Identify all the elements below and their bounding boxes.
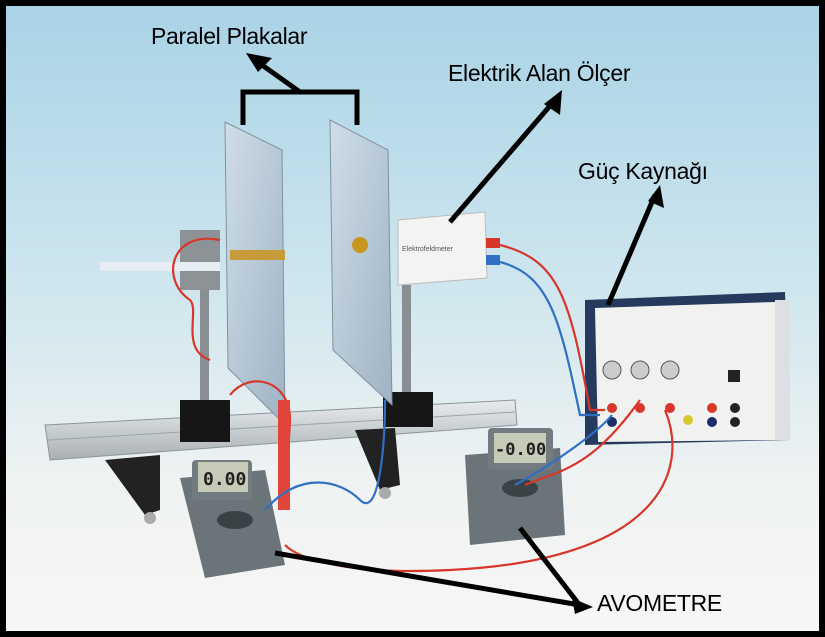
multimeter-arrow-right <box>518 526 580 605</box>
multimeter-right-display: -0.00 <box>495 440 546 460</box>
arrow-heads <box>246 53 664 614</box>
multimeter-left-display: 0.00 <box>203 469 246 490</box>
field-sensor-hole <box>352 237 368 253</box>
field-meter-arrow <box>448 98 557 224</box>
multimeter-right: -0.00 <box>465 428 565 545</box>
annotation-arrows <box>240 57 658 608</box>
label-field-meter: Elektrik Alan Ölçer <box>448 60 631 86</box>
label-power-supply: Güç Kaynağı <box>578 158 708 184</box>
power-supply-arrow <box>605 194 658 306</box>
field-meter-text: Elektrofeldmeter <box>402 246 454 253</box>
plate-right <box>329 119 393 407</box>
plate-rod <box>230 250 285 260</box>
label-multimeter: AVOMETRE <box>597 590 722 616</box>
power-supply-device <box>585 292 790 445</box>
field-meter-device: Elektrofeldmeter <box>397 211 500 286</box>
label-parallel-plates: Paralel Plakalar <box>151 23 308 49</box>
plate-stand-right <box>383 285 433 427</box>
multimeter-left: 0.00 <box>180 460 285 578</box>
cables <box>172 237 674 573</box>
multimeter-arrow-left <box>274 550 581 608</box>
